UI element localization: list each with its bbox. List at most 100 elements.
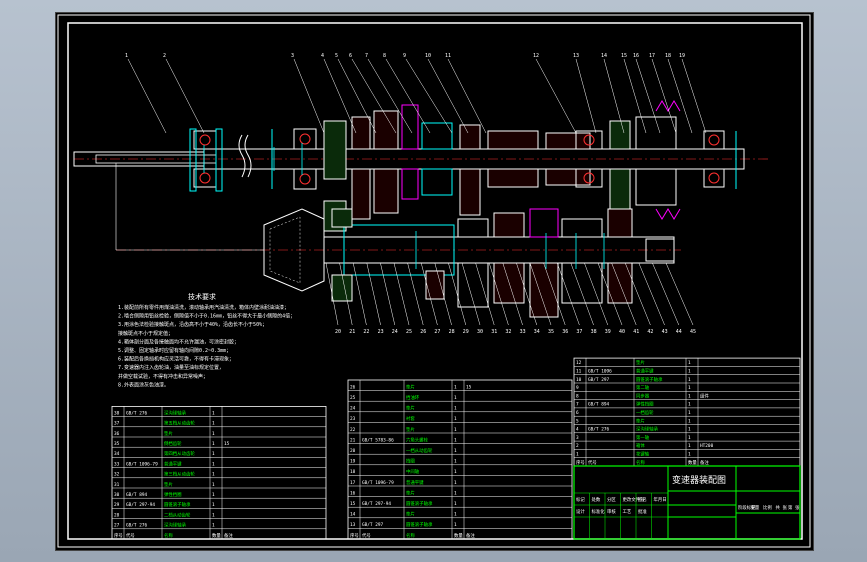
gear [421,168,453,196]
balloon-label: 27 [434,329,440,335]
bom-cell: 1 [454,459,457,465]
balloon-label: 39 [605,329,611,335]
bom-cell: 1 [454,416,457,422]
bom-cell: 1 [688,369,691,375]
end-cap [635,116,677,150]
bom-cell: HT200 [700,443,714,449]
bom-cell: 序号 [350,532,359,539]
title-block-label: 批准 [638,508,647,515]
tech-req-line: 4.箱体剖分面及各接触面均不允许漏油，可涂密封胶； [118,338,239,345]
housing-wall [331,274,353,302]
bom-cell: GB/T 894 [126,492,148,498]
balloon-label: 18 [665,53,671,59]
bom-cell: 1 [212,492,215,498]
bom-cell: 深沟球轴承 [164,409,187,416]
bom-cell: 垫片 [406,383,415,390]
bom-cell: 20 [350,448,356,454]
bom-cell: 中间轴 [406,468,420,475]
bom-cell: 1 [688,452,691,458]
balloon-label: 45 [690,329,696,335]
bom-cell: 代号 [126,532,135,539]
title-block-label: 重量 [751,504,760,511]
bom-cell: 第四档从动齿轮 [164,450,195,457]
bom-cell: 一档齿轮 [636,409,654,416]
balloon-label: 35 [548,329,554,335]
bom-cell: 1 [688,435,691,441]
title-block-label: 阶段标记 [738,504,756,511]
gear [373,168,399,214]
bom-cell: 六角头螺栓 [406,436,429,443]
bom-cell: 深沟球轴承 [636,426,659,433]
gear [351,116,371,150]
tech-req-list: 1.装配前所有零件用煤油清洗，滚动轴承用汽油清洗，箱体内壁涂耐油油漆；2.啮合侧… [118,304,295,388]
bom-cell: 普通平键 [164,460,182,467]
bom-cell: 1 [688,443,691,449]
leader-line [575,58,597,134]
bom-cell: GB/T 1096 [588,369,612,375]
title-block-label: 共 张 [776,504,788,511]
balloon-label: 9 [403,53,406,59]
bom-cell: 普通平键 [636,368,654,375]
balloon-label: 8 [383,53,386,59]
bom-cell: 圆锥滚子轴承 [406,500,433,507]
balloon-label: 22 [363,329,369,335]
bom-cell: 1 [454,522,457,528]
balloon-label: 28 [449,329,455,335]
bom-cell: 数量 [454,532,463,539]
leader-line [488,262,509,326]
leader-line [337,58,377,134]
title-block-label: 年月日 [654,496,667,503]
gear [529,262,559,318]
bom-cell: 1 [454,512,457,518]
bom-cell: 垫片 [406,426,415,433]
bom-cell: 衬套 [406,415,415,422]
bom-cell: 1 [212,410,215,416]
bom-cell: 1 [212,512,215,518]
gear [421,122,453,150]
bom-cell: 代号 [588,459,597,466]
title-block-label: 比例 [763,504,772,511]
balloon-label: 24 [392,329,398,335]
leader-line [325,262,339,326]
bom-cell: 一档从动齿轮 [406,447,433,454]
gear [561,262,603,304]
bearing-right [575,130,603,188]
synchronizer [401,168,419,200]
leader-line [407,262,424,326]
bom-cell: 38 [114,410,120,416]
housing-wall [609,120,631,150]
balloon-label: 14 [601,53,607,59]
balloon-label: 20 [335,329,341,335]
bom-cell: 1 [688,385,691,391]
leader-line [584,262,609,326]
gear [457,262,489,308]
bom-cell: 15 [350,501,356,507]
bom-cell: 垫片 [164,481,173,488]
bom-cell: 24 [350,406,356,412]
bom-cell: 深沟球轴承 [164,522,187,529]
title-block-label: 标准化 [592,508,606,515]
bom-cell: 8 [576,393,579,399]
bom-cell: GB/T 894 [588,402,610,408]
balloon-label: 5 [335,53,338,59]
balloon-label: 3 [291,53,294,59]
bom-cell: 1 [212,482,215,488]
bom-cell: GB/T 276 [588,427,610,433]
gear [545,132,591,150]
leader-line [475,262,495,326]
bom-cell: 垫片 [406,489,415,496]
bom-cell: 21 [350,437,356,443]
dimension-lines [203,143,605,269]
title-block-label: 标记 [576,496,585,503]
bom-cell: 备注 [224,532,233,539]
leader-line [385,58,431,134]
gear [459,168,481,216]
bom-cell: 12 [576,360,582,366]
bom-cell: 16 [350,490,356,496]
leader-line [393,262,410,326]
balloon-label: 10 [425,53,431,59]
balloon-label: 15 [621,53,627,59]
bearing-second [271,128,317,190]
bom-cell: 14 [350,512,356,518]
